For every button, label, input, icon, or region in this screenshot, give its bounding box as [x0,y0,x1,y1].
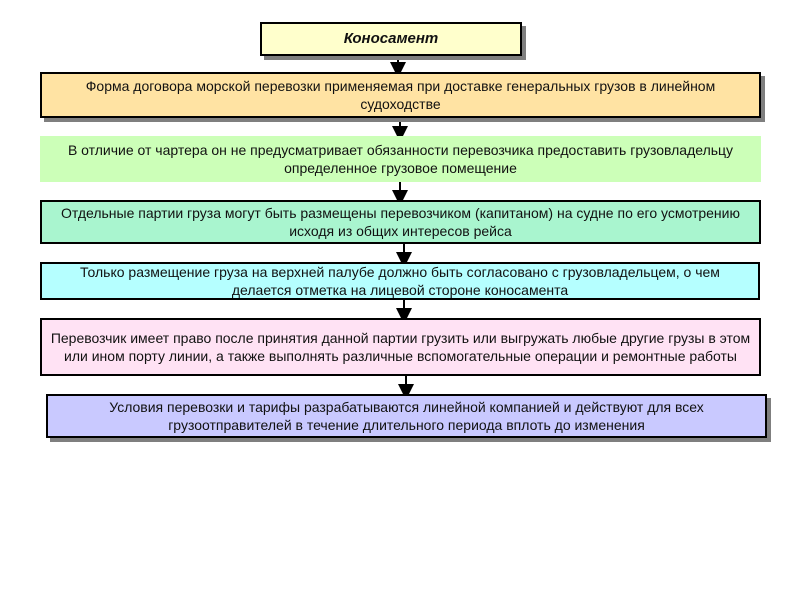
flow-box-3-text: Отдельные партии груза могут быть размещ… [61,205,740,239]
flow-box-5-text: Перевозчик имеет право после принятия да… [50,330,751,364]
flow-box-6-text: Условия перевозки и тарифы разрабатывают… [109,399,704,433]
flow-box-1: Форма договора морской перевозки применя… [40,72,761,118]
diagram-title: Коносамент [260,22,522,56]
flow-box-2: В отличие от чартера он не предусматрива… [40,136,761,182]
flow-box-6: Условия перевозки и тарифы разрабатывают… [46,394,767,438]
flow-box-3: Отдельные партии груза могут быть размещ… [40,200,761,244]
flow-box-2-text: В отличие от чартера он не предусматрива… [67,142,734,176]
flow-box-4: Только размещение груза на верхней палуб… [40,262,760,300]
flow-box-1-text: Форма договора морской перевозки применя… [85,78,716,112]
flow-box-4-text: Только размещение груза на верхней палуб… [80,264,720,298]
flow-box-5: Перевозчик имеет право после принятия да… [40,318,761,376]
